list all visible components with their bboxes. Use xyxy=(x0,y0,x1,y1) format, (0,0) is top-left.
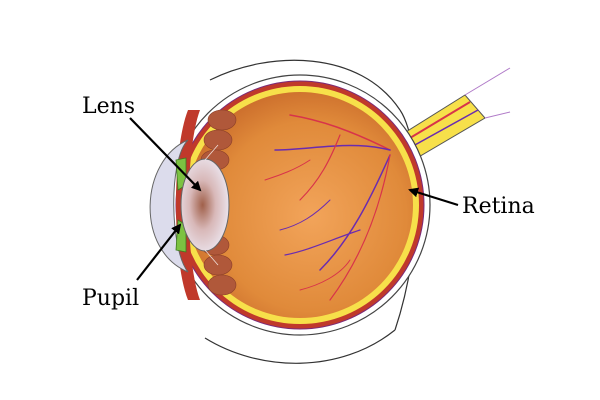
retina-label: Retina xyxy=(462,194,535,219)
cornea xyxy=(149,139,189,273)
lens xyxy=(180,158,230,252)
zonule-fibers xyxy=(204,144,219,266)
iris xyxy=(175,157,187,253)
vitreous-body xyxy=(187,92,413,318)
lens-label: Lens xyxy=(82,94,135,119)
pupil-arrow xyxy=(136,223,182,281)
pupil-label: Pupil xyxy=(82,286,139,311)
blood-vessels xyxy=(264,114,391,301)
lens-arrow xyxy=(129,117,202,192)
retina-arrow xyxy=(408,187,459,207)
